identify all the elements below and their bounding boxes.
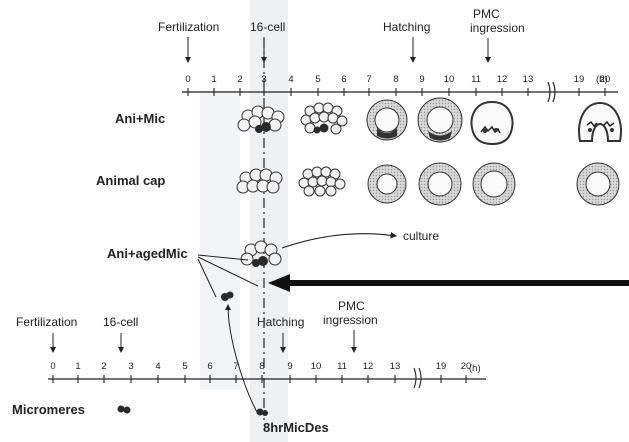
animal-cap-embryos: [237, 163, 619, 205]
top-event-pmc-ingression-line2: ingression: [470, 21, 525, 35]
axis-tick-label: 9: [287, 361, 292, 372]
axis-tick-label: 13: [523, 74, 534, 85]
axis-tick-label: 1: [211, 74, 216, 85]
embryo-morula-ani-mic: [301, 103, 347, 134]
row-label-animal-cap: Animal cap: [96, 173, 165, 188]
axis-tick-label: 12: [363, 361, 374, 372]
axis-tick-label: 2: [237, 74, 242, 85]
label-8hr-micdes: 8hrMicDes: [263, 420, 329, 435]
axis-tick-label: 6: [341, 74, 346, 85]
axis-tick-label: 4: [288, 74, 293, 85]
axis-tick-label: 8: [259, 361, 264, 372]
axis-tick-label: 1: [75, 361, 80, 372]
row-label-ani-mic: Ani+Mic: [115, 111, 165, 126]
top-event-hatching: Hatching: [383, 20, 430, 34]
top-axis-unit: (h): [596, 74, 608, 85]
row-label-micromeres: Micromeres: [12, 402, 85, 417]
background-band: [250, 0, 288, 442]
background-band: [200, 90, 240, 390]
axis-tick-label: 7: [366, 74, 371, 85]
bottom-event-hatching: Hatching: [257, 315, 304, 329]
top-event-fertilization: Fertilization: [158, 20, 219, 34]
embryo-ring-animal-cap-7h: [368, 165, 406, 203]
axis-tick-label: 5: [315, 74, 320, 85]
axis-tick-label: 11: [337, 361, 347, 372]
axis-tick-label: 5: [182, 361, 187, 372]
axis-tick-label: 0: [50, 361, 55, 372]
embryo-morula-animal-cap: [299, 167, 345, 196]
axis-tick-label: 0: [185, 74, 190, 85]
axis-tick-label: 10: [311, 361, 322, 372]
embryo-ring-animal-cap-9h: [419, 163, 461, 205]
top-event-16-cell: 16-cell: [250, 20, 285, 34]
axis-tick-label: 11: [471, 74, 481, 85]
axis-tick-label: 3: [128, 361, 133, 372]
bottom-event-16-cell: 16-cell: [103, 315, 138, 329]
micromeres-drawing: [118, 406, 131, 414]
embryo-ring-animal-cap-11h: [473, 163, 515, 205]
bottom-axis-break: [414, 368, 421, 388]
bottom-axis-unit: (h): [469, 363, 481, 374]
embryo-mesenchyme-ani-mic: [472, 102, 513, 144]
axis-tick-label: 10: [444, 74, 455, 85]
bottom-event-fertilization: Fertilization: [16, 315, 77, 329]
axis-tick-label: 6: [207, 361, 212, 372]
axis-tick-label: 19: [436, 361, 447, 372]
bottom-event-pmc-ingression-line1: PMC: [338, 299, 365, 313]
embryo-16cell-animal-cap: [237, 169, 282, 193]
embryo-blastula-ani-mic-7h: [367, 100, 407, 140]
embryo-gastrula-ani-mic: [579, 103, 621, 141]
axis-tick-label: 7: [233, 361, 238, 372]
axis-tick-label: 19: [574, 74, 585, 85]
culture-arrow: [282, 234, 396, 248]
axis-tick-label: 13: [390, 361, 401, 372]
axis-tick-label: 12: [497, 74, 508, 85]
axis-tick-label: 4: [155, 361, 160, 372]
row-label-ani-agedmic: Ani+agedMic: [107, 246, 188, 261]
embryo-blastula-ani-mic-9h: [418, 98, 462, 142]
axis-tick-label: 2: [101, 361, 106, 372]
culture-label: culture: [403, 229, 439, 243]
axis-tick-label: 8: [393, 74, 398, 85]
axis-tick-label: 9: [419, 74, 424, 85]
bottom-event-pmc-ingression-line2: ingression: [323, 313, 378, 327]
top-event-pmc-ingression-line1: PMC: [473, 7, 500, 21]
embryo-ring-animal-cap-20h: [577, 163, 619, 205]
large-transfer-arrow: [268, 274, 629, 292]
ani-mic-embryos: [238, 98, 621, 144]
